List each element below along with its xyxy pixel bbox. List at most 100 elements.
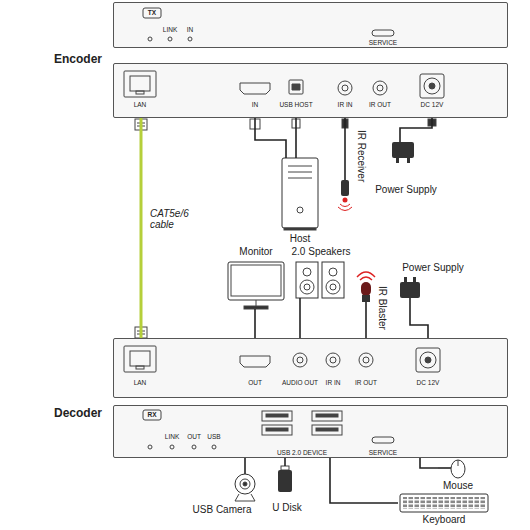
text-holder: DC 12V [421,101,444,108]
port-label: IN [187,26,194,33]
device-label: USB Camera [193,504,252,515]
port-label: IR OUT [369,101,391,108]
text-holder: LAN [134,379,147,386]
usb-cable [295,118,297,158]
host-computer: Host [270,158,330,250]
device-label: IR Receiver [356,130,367,182]
audio-cable [299,304,301,338]
ir-cable [344,118,346,180]
device-label: Power Supply [375,184,437,195]
text-holder: IR OUT [369,101,391,108]
text-holder: DC 12V [417,379,440,386]
power-supply: Power Supply [396,262,470,310]
encoder-front-panel: TX LINK IN SERVICE [113,2,508,48]
text-holder: OUT [187,433,201,440]
cable-label: CAT5e/6 cable [150,208,189,230]
port-label: USB HOST [279,101,312,108]
text-holder: LINK [163,26,177,33]
speakers: 2.0 Speakers [290,246,352,304]
port-label: LAN [134,101,147,108]
mouse: Mouse [438,460,478,492]
text-holder: USB Camera [193,504,252,515]
device-label: 2.0 Speakers [292,246,351,257]
text-holder: IR IN [326,379,341,386]
hdmi-cable [255,118,286,158]
text-holder: Encoder [54,53,102,66]
ir-cable [365,302,367,338]
monitor: Monitor [222,246,290,312]
usb-cable [284,458,286,466]
text-holder: CAT5e/6 cable [150,208,198,230]
usb-camera: USB Camera [196,470,262,516]
text-holder: OUT [248,379,262,386]
port-label: SERVICE [369,449,397,456]
port-label: LINK [163,26,177,33]
port-label: IR OUT [355,379,377,386]
encoder-rear-panel: LAN IN USB HOST IR IN IR OUT DC 12V [113,63,508,118]
keyboard: Keyboard [398,492,490,528]
text-holder: Monitor [239,246,272,257]
port-label: OUT [248,379,262,386]
device-label: Power Supply [402,262,464,273]
text-holder: USB [207,433,220,440]
ir-blaster: IR Blaster [358,266,374,302]
cat-cable [140,118,143,338]
text-holder: IR OUT [355,379,377,386]
text-holder: AUDIO OUT [282,379,318,386]
text-holder: IR Receiver [356,130,367,182]
power-supply: Power Supply [375,138,437,198]
text-holder: USB 2.0 DEVICE [277,449,327,456]
usb-cable [244,458,246,470]
text-holder: IN [252,101,259,108]
text-holder: Host [290,233,311,244]
text-holder: SERVICE [369,449,397,456]
device-label: Keyboard [423,514,466,525]
text-holder: RX [147,411,156,418]
text-holder: TX [148,9,156,16]
device-label: Mouse [443,480,473,491]
port-label: DC 12V [417,379,440,386]
device-label: Host [290,233,311,244]
port-label: LAN [134,379,147,386]
text-holder: USB HOST [279,101,312,108]
port-label: RX [147,411,156,418]
port-label: TX [148,9,156,16]
port-label: IN [252,101,259,108]
text-holder: Decoder [54,407,102,420]
port-label: SERVICE [369,39,397,46]
decoder-rear-panel: LAN OUT AUDIO OUT IR IN IR OUT DC 12V [113,338,508,398]
device-label: U Disk [272,502,301,513]
usb-cable [330,458,398,503]
port-label: AUDIO OUT [282,379,318,386]
text-holder: IR IN [338,101,353,108]
decoder-front-panel: RX LINK OUT USB USB 2.0 DEVICE SERVICE [113,405,508,458]
text-holder: LINK [165,433,179,440]
port-label: LINK [165,433,179,440]
unit-label: Encoder [54,52,102,66]
text-holder: Power Supply [375,184,437,195]
text-holder: IR Blaster [377,286,388,330]
unit-label: Decoder [54,406,102,420]
device-label: Monitor [239,246,272,257]
port-label: OUT [187,433,201,440]
usb-disk: U Disk [270,466,304,514]
power-cable [410,310,428,338]
device-label: IR Blaster [377,286,388,330]
usb-cable [420,458,438,468]
text-holder: IN [187,26,194,33]
text-holder: Mouse [443,480,473,491]
text-holder: Power Supply [402,262,464,273]
port-label: DC 12V [421,101,444,108]
port-label: USB 2.0 DEVICE [277,449,327,456]
port-label: USB [207,433,220,440]
port-label: IR IN [338,101,353,108]
ir-receiver: IR Receiver [339,180,351,210]
port-label: IR IN [326,379,341,386]
text-holder: LAN [134,101,147,108]
text-holder: U Disk [272,502,301,513]
power-cable [400,118,432,138]
text-holder: Keyboard [423,514,466,525]
hdmi-cable [254,312,256,338]
